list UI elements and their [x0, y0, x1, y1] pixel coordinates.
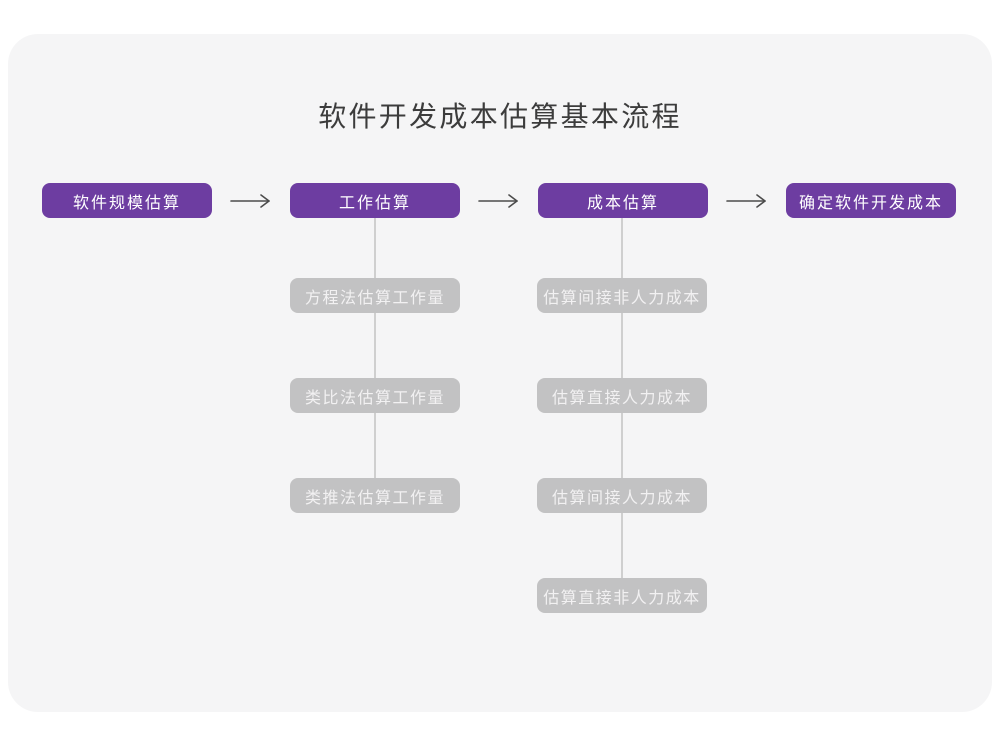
step-software-scale-estimation: 软件规模估算 — [42, 183, 212, 218]
substep-indirect-non-labor-cost: 估算间接非人力成本 — [537, 278, 707, 313]
step-work-estimation: 工作估算 — [290, 183, 460, 218]
connector-line-work-estimation — [374, 218, 376, 480]
arrow-right-icon — [478, 194, 518, 208]
step-cost-estimation: 成本估算 — [538, 183, 708, 218]
diagram-title: 软件开发成本估算基本流程 — [318, 101, 682, 132]
arrow-right-icon — [230, 194, 270, 208]
substep-analogy-method-workload: 类比法估算工作量 — [290, 378, 460, 413]
substep-extrapolation-method-workload: 类推法估算工作量 — [290, 478, 460, 513]
substep-direct-labor-cost: 估算直接人力成本 — [537, 378, 707, 413]
substep-direct-non-labor-cost: 估算直接非人力成本 — [537, 578, 707, 613]
diagram-canvas — [8, 34, 992, 712]
step-determine-development-cost: 确定软件开发成本 — [786, 183, 956, 218]
substep-equation-method-workload: 方程法估算工作量 — [290, 278, 460, 313]
substep-indirect-labor-cost: 估算间接人力成本 — [537, 478, 707, 513]
arrow-right-icon — [726, 194, 766, 208]
